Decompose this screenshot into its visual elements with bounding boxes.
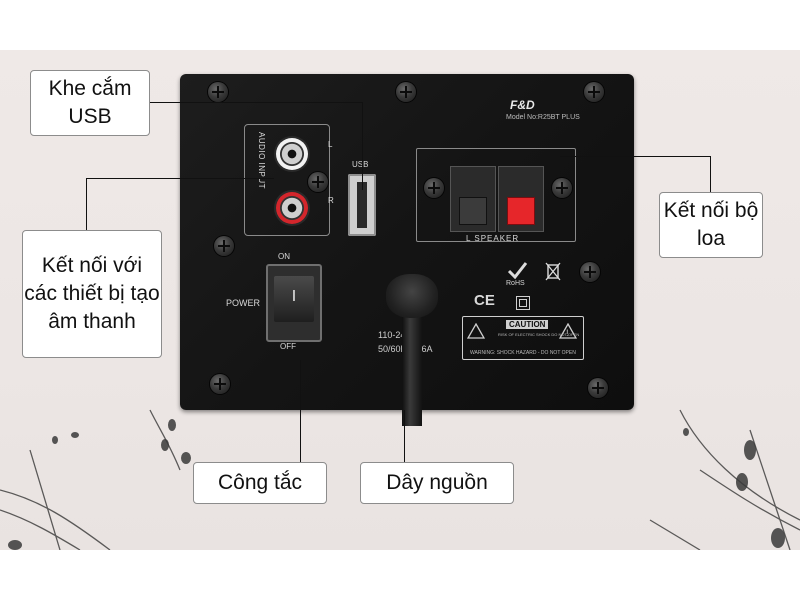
callout-usb-slot: Khe cắm USB [30, 70, 150, 136]
callout-line-speaker [560, 156, 710, 157]
screw [214, 236, 234, 256]
callout-line-audio [86, 178, 274, 179]
callout-line-speaker [710, 156, 711, 192]
usb-port[interactable] [348, 174, 376, 236]
callout-line-audio [86, 178, 87, 230]
channel-right-label: R [328, 196, 334, 205]
usb-label: USB [352, 160, 369, 169]
callout-audio-input: Kết nối với các thiết bị tạo âm thanh [22, 230, 162, 358]
power-cord-grommet [386, 274, 438, 318]
callout-line-usb [148, 102, 362, 103]
power-cord [402, 306, 422, 426]
model-number: Model No:R25BT PLUS [506, 114, 580, 121]
callout-power-cord: Dây nguồn [360, 462, 514, 504]
terminal-clip[interactable] [507, 197, 535, 225]
audio-input-frame [244, 124, 330, 236]
speaker-terminal-frame [416, 148, 576, 242]
rca-jack-left[interactable] [276, 138, 308, 170]
terminal-clip[interactable] [459, 197, 487, 225]
screw [580, 262, 600, 282]
callout-usb-text: Khe cắm USB [48, 77, 132, 128]
callout-switch: Công tắc [193, 462, 327, 504]
screw [210, 374, 230, 394]
product-image: F&D Model No:R25BT PLUS AUDIO INPUT L R … [0, 50, 800, 550]
screw [552, 178, 572, 198]
double-insulation-icon [516, 296, 530, 310]
screw [396, 82, 416, 102]
callout-speaker: Kết nối bộ loa [659, 192, 763, 258]
callout-switch-text: Công tắc [217, 471, 303, 494]
switch-on-label: ON [278, 252, 290, 261]
rca-jack-right[interactable] [276, 192, 308, 224]
caution-warning-text: WARNING: SHOCK HAZARD - DO NOT OPEN [470, 350, 576, 356]
screw [584, 82, 604, 102]
brand-logo: F&D [510, 98, 535, 112]
channel-left-label: L [328, 140, 333, 149]
svg-text:!: ! [566, 328, 569, 338]
rohs-check-icon [507, 262, 528, 280]
music-notes-decoration [0, 409, 800, 550]
callout-power-text: Dây nguồn [386, 471, 488, 494]
caution-title: CAUTION [506, 320, 549, 329]
switch-off-label: OFF [280, 342, 296, 351]
switch-rocker[interactable]: I [274, 276, 314, 322]
screw [424, 178, 444, 198]
caution-small-text: RISK OF ELECTRIC SHOCK DO NOT OPEN [498, 332, 580, 337]
callout-audio-text: Kết nối với các thiết bị tạo âm thanh [24, 254, 160, 333]
rohs-label: RoHS [506, 280, 525, 287]
switch-symbol: I [291, 288, 297, 305]
speaker-terminal-red[interactable] [498, 166, 544, 232]
audio-input-label: AUDIO INPUT [257, 132, 266, 190]
callout-speaker-text: Kết nối bộ loa [663, 199, 759, 250]
voltage-rating: 110-240V~ [378, 330, 422, 340]
screw [208, 82, 228, 102]
screw [308, 172, 328, 192]
speaker-terminal-black[interactable] [450, 166, 496, 232]
callout-line-switch [300, 360, 301, 462]
callout-line-power [404, 410, 405, 462]
speaker-label: L SPEAKER [466, 234, 520, 243]
callout-line-usb [362, 102, 363, 190]
power-switch[interactable]: I [266, 264, 322, 342]
caution-label: ! [462, 316, 584, 360]
ce-mark: CE [474, 292, 495, 309]
switch-power-label: POWER [226, 298, 261, 308]
warning-triangle-icon [467, 323, 485, 339]
weee-bin-icon [545, 262, 561, 281]
warning-triangle-icon: ! [559, 323, 577, 339]
speaker-back-panel: F&D Model No:R25BT PLUS AUDIO INPUT L R … [180, 74, 634, 426]
screw [588, 378, 608, 398]
